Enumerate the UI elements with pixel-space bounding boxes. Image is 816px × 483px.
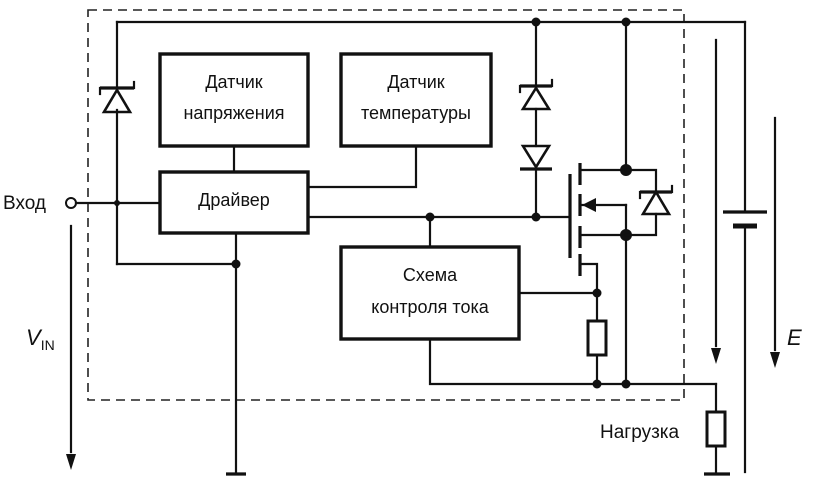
voltage-sensor-line2: напряжения [183, 103, 284, 123]
vin-arrow [66, 224, 76, 470]
current-control-line2: контроля тока [371, 297, 489, 317]
voltage-sensor-line1: Датчик [205, 72, 262, 92]
input-terminal [65, 197, 162, 209]
device-boundary-dashed [87, 9, 685, 401]
current-control-block: Схема контроля тока [339, 245, 521, 341]
load-resistor [704, 410, 730, 476]
load-label: Нагрузка [600, 422, 680, 443]
current-control-line1: Схема [403, 265, 458, 285]
output-bus [428, 337, 718, 414]
input-zener-diode [98, 20, 136, 266]
temperature-sensor-line1: Датчик [387, 72, 444, 92]
gate-protection-diodes [518, 20, 554, 219]
power-mosfet [568, 20, 632, 386]
temperature-sensor-line2: температуры [361, 103, 471, 123]
vin-label: VIN [26, 325, 55, 353]
temperature-sensor-block: Датчик температуры [339, 52, 493, 148]
driver-label: Драйвер [198, 190, 270, 210]
voltage-sensor-block: Датчик напряжения [158, 52, 310, 148]
left-return-wire [115, 259, 241, 269]
supply-label: E [787, 325, 802, 350]
temperature-to-driver-wire [306, 144, 418, 189]
driver-block: Драйвер [158, 170, 310, 235]
load-voltage-arrow [711, 38, 721, 364]
drain-source-zener [624, 168, 674, 237]
gate-drive-wire [306, 212, 572, 249]
sense-resistor [517, 288, 608, 386]
battery-supply [723, 210, 767, 474]
supply-voltage-arrow [770, 116, 780, 368]
input-label: Вход [3, 193, 46, 214]
driver-ground [226, 231, 246, 476]
